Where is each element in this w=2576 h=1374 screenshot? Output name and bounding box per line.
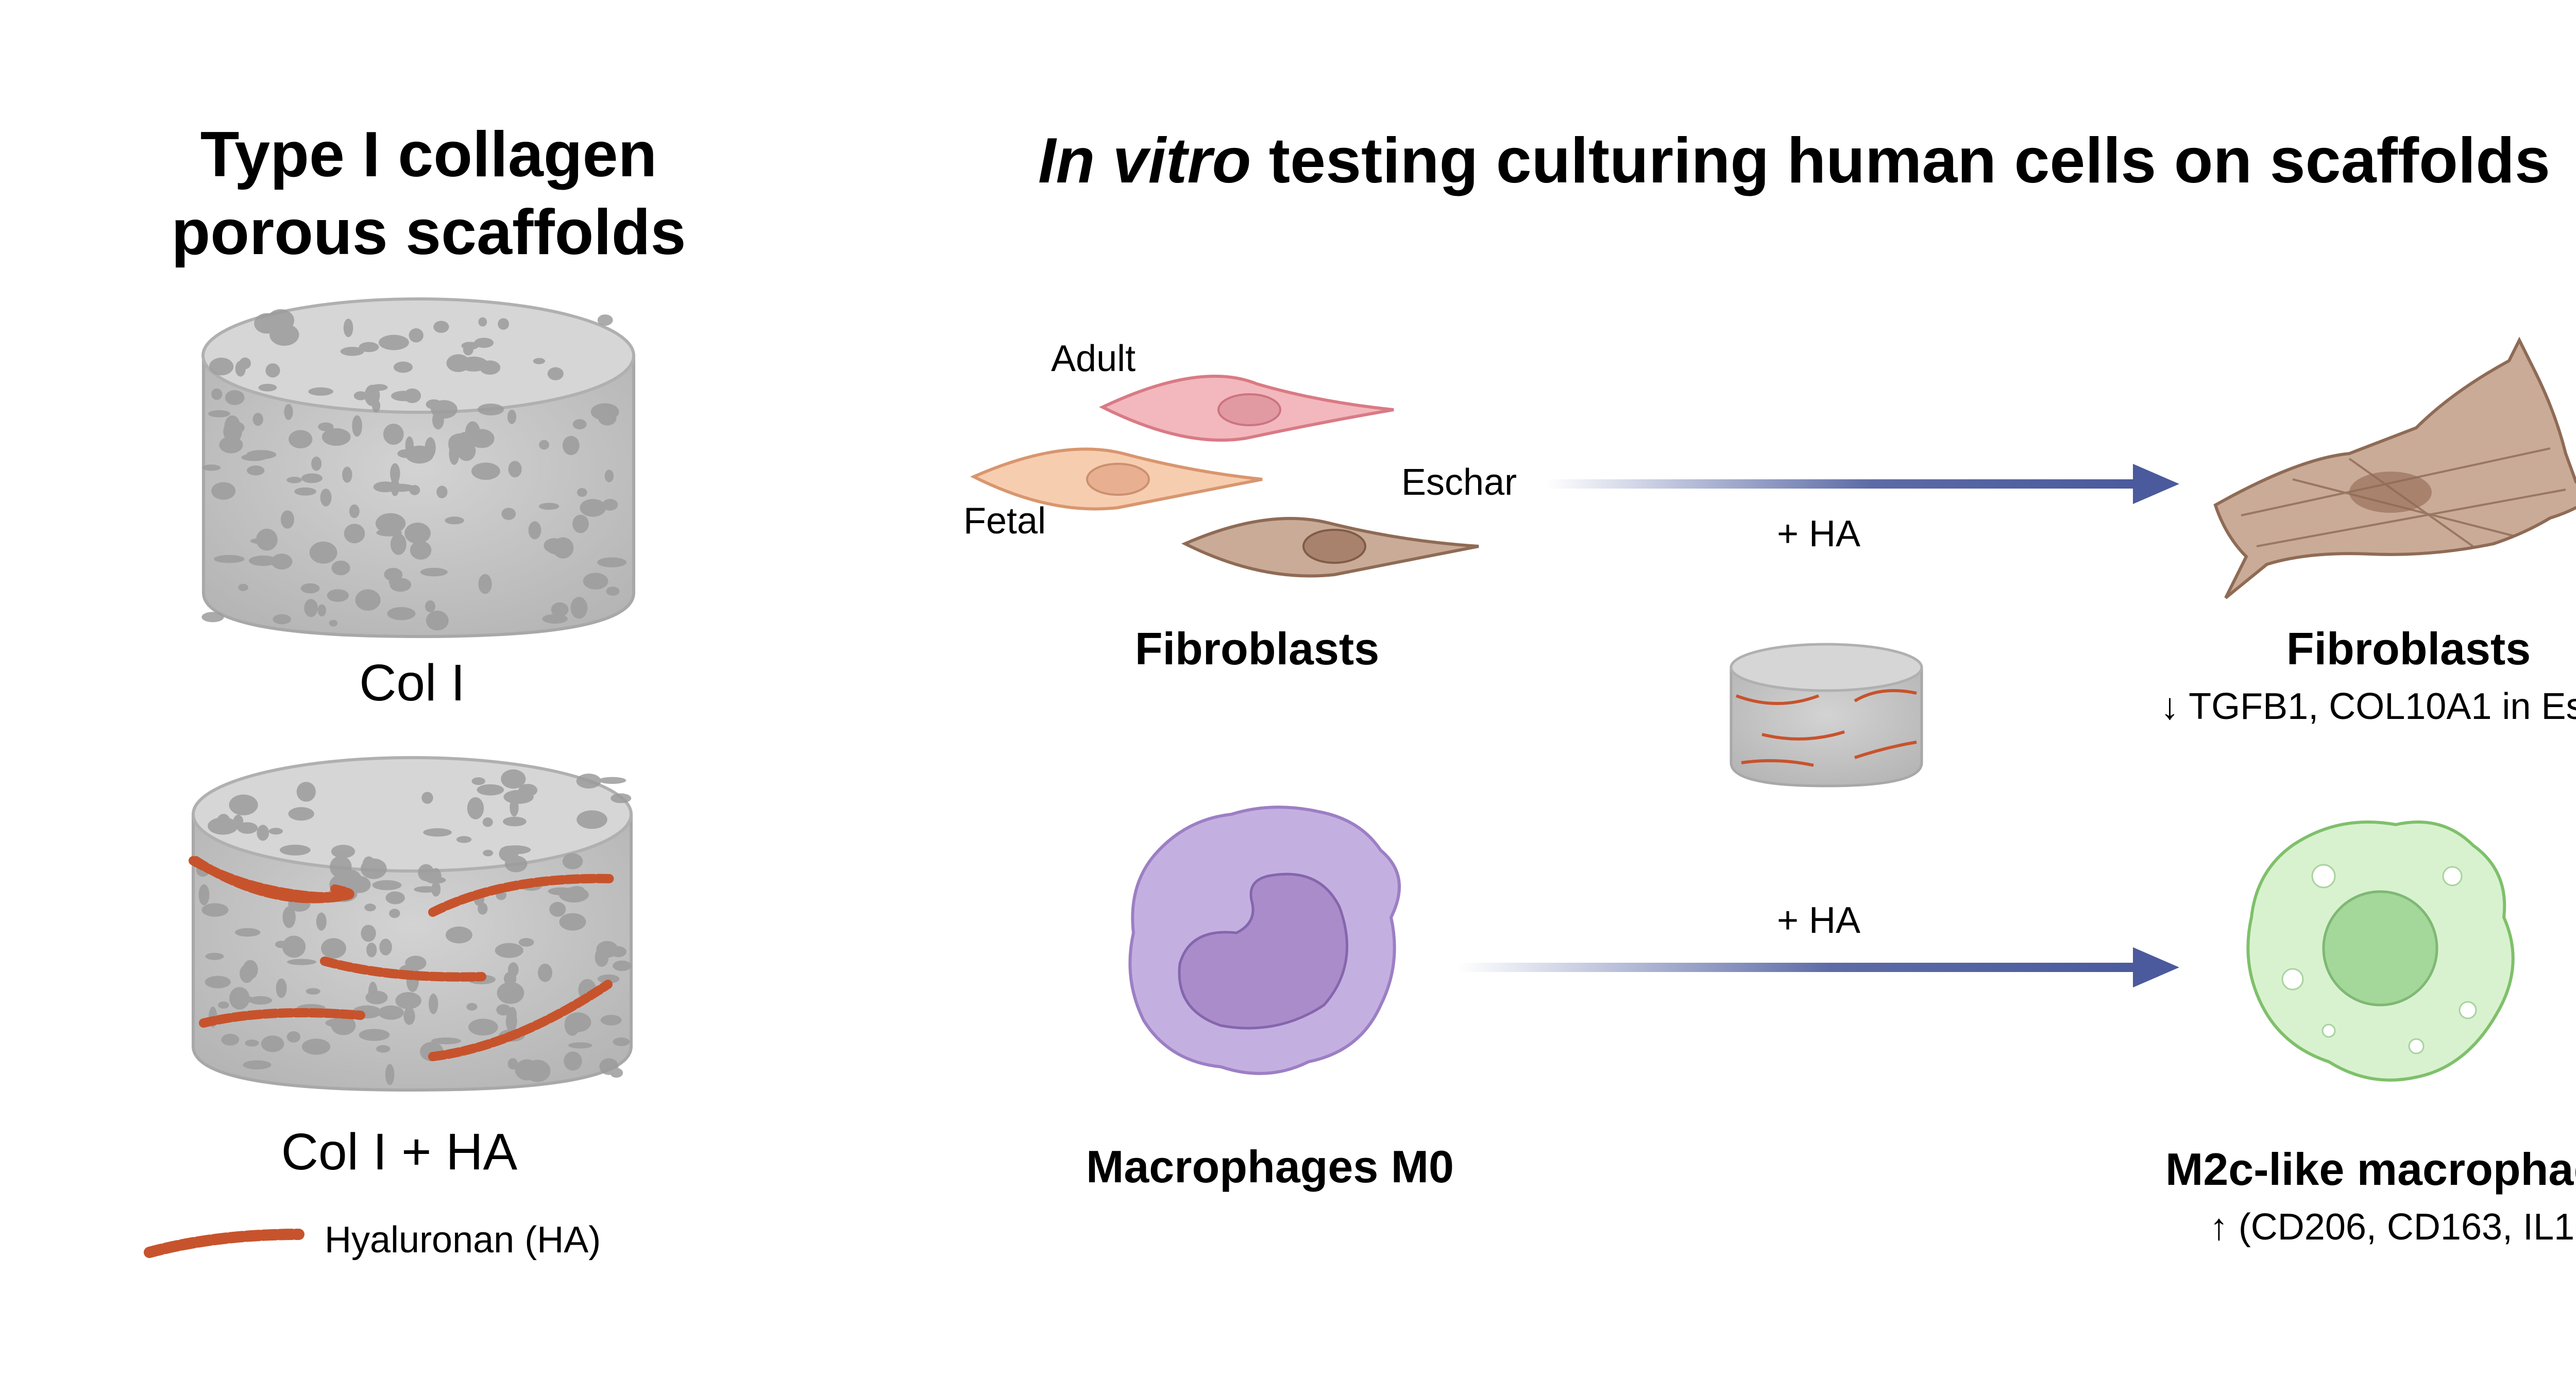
eschar-label: Eschar: [1401, 462, 1517, 503]
fibroblast-arrow: [1546, 464, 2179, 504]
fetal-label: Fetal: [963, 500, 1046, 542]
eschar-fibroblast-cell: [1181, 517, 1479, 578]
macrophage-arrow-label: + HA: [1776, 900, 1861, 941]
scaffold-col-i-ha-label: Col I + HA: [281, 1123, 518, 1181]
adult-label: Adult: [1051, 338, 1136, 379]
fetal-fibroblast-cell: [970, 447, 1263, 511]
fibroblasts-group-label: Fibroblasts: [1134, 623, 1380, 674]
hyaluronan-legend-icon: [144, 1229, 304, 1258]
left-panel-title-line2: porous scaffolds: [171, 197, 686, 269]
main-title: In vitro testing culturing human cells o…: [1038, 129, 2550, 193]
fibroblast-result-title: Fibroblasts: [2286, 623, 2531, 674]
hyaluronan-legend-label: Hyaluronan (HA): [325, 1219, 601, 1261]
scaffold-col-i: [201, 297, 635, 639]
m2c-macrophage-cell: [2246, 820, 2515, 1082]
left-panel-title-line1: Type I collagen: [200, 119, 657, 190]
fibroblast-result-note: ↓ TGFB1, COL10A1 in Eschar: [2160, 686, 2576, 727]
macrophage-m0-cell: [1128, 806, 1401, 1075]
scaffold-col-i-label: Col I: [359, 654, 465, 712]
adult-fibroblast-cell: [1099, 375, 1394, 442]
left-panel-title: Type I collagen porous scaffolds: [171, 116, 686, 272]
fibroblast-arrow-label: + HA: [1776, 513, 1861, 555]
m2c-result-note: ↑ (CD206, CD163, IL10): [2209, 1207, 2576, 1248]
mini-scaffold: [1730, 643, 1923, 787]
main-title-rest: testing culturing human cells on scaffol…: [1251, 125, 2551, 196]
main-title-italic: In vitro: [1038, 125, 1251, 196]
macrophage-arrow: [1458, 947, 2179, 987]
m2c-result-title: M2c-like macrophages: [2165, 1144, 2576, 1195]
macrophages-m0-label: Macrophages M0: [1086, 1141, 1454, 1192]
scaffold-col-i-ha: [189, 756, 633, 1092]
activated-fibroblast-cell: [2213, 337, 2576, 599]
